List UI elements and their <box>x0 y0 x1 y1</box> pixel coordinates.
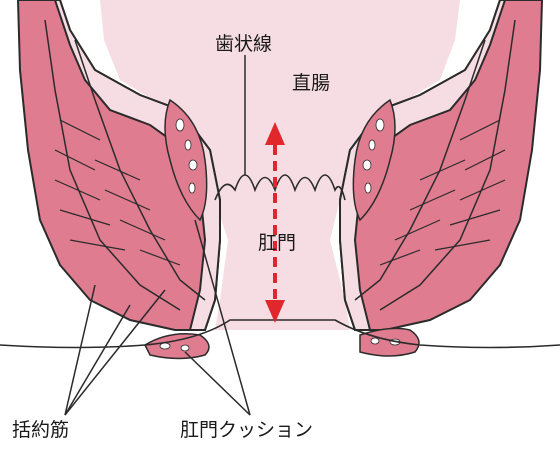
rectum-lumen <box>100 0 460 330</box>
right-sphincter-muscle <box>339 0 544 331</box>
sphincter-muscle-label: 括約筋 <box>12 419 70 441</box>
rectum-label: 直腸 <box>292 72 331 94</box>
anal-cushion-label: 肛門クッション <box>180 419 314 441</box>
dentate-line-label: 歯状線 <box>215 33 273 55</box>
cushion-pointer-lines <box>184 219 251 416</box>
anal-canal-arrow <box>265 122 285 323</box>
left-sphincter-muscle <box>16 0 221 331</box>
right-lower-cushion <box>359 327 420 357</box>
left-upper-cushion <box>164 98 208 222</box>
anal-canal-label: 肛門 <box>258 232 297 254</box>
dentate-line-folds <box>214 174 346 201</box>
left-lower-cushion <box>144 333 210 360</box>
right-upper-cushion <box>352 98 396 222</box>
skin-surface-line <box>0 319 560 349</box>
sphincter-pointer-lines <box>64 284 166 416</box>
